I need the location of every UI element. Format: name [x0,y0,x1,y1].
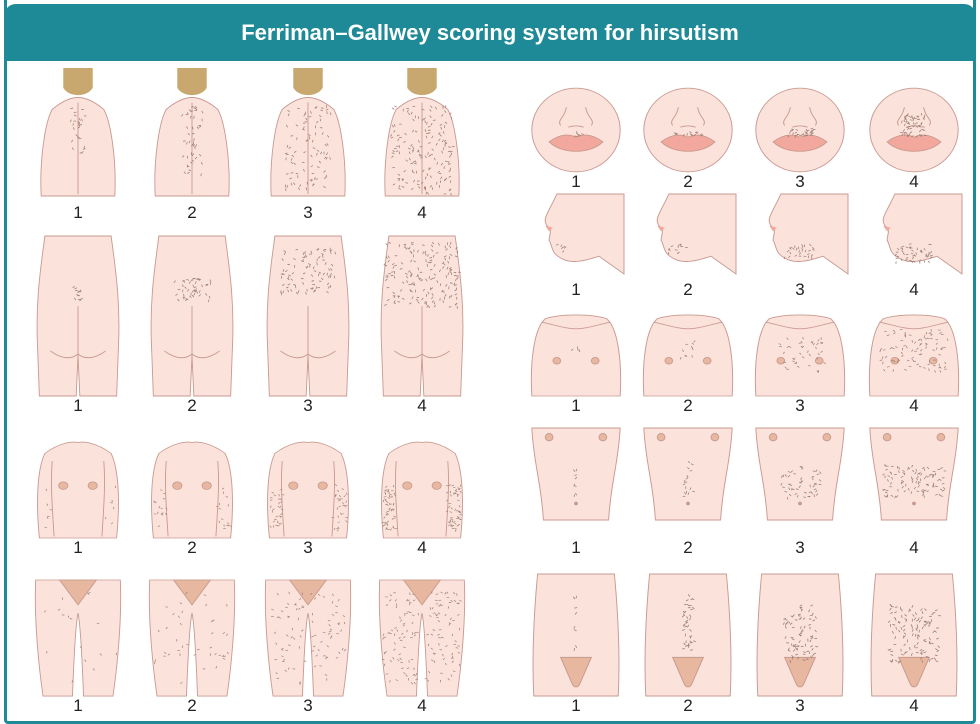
thigh-score-1-figure [35,580,120,696]
chest-score-label: 2 [683,396,692,415]
lower-back-score-label: 3 [303,396,312,415]
lower-back-score-label: 2 [187,396,196,415]
upper-lip-score-label: 1 [571,172,580,191]
chin-score-label: 3 [795,280,804,299]
thigh-score-4-figure [379,580,464,696]
upper-arm-score-label: 3 [303,538,312,557]
upper-lip-score-1-figure [532,88,620,172]
upper-lip-score-4-figure [870,88,958,172]
chest-score-label: 3 [795,396,804,415]
chest-score-label: 1 [571,396,580,415]
chest-score-4-figure [869,315,958,396]
lower-abdomen-score-1-figure [533,574,619,696]
upper-arm-score-label: 1 [73,538,82,557]
upper-arm-score-label: 2 [187,538,196,557]
thigh-score-3-figure [265,580,350,696]
upper-back-score-3-figure [271,68,345,196]
upper-arm-score-1-figure [38,442,119,538]
chest-score-2-figure [643,315,732,396]
upper-abdomen-score-label: 1 [571,538,580,557]
lower-back-score-4-figure [381,236,463,396]
lower-abdomen-score-3-figure [757,574,843,696]
thigh-score-label: 2 [187,696,196,715]
upper-arm-score-2-figure [152,442,233,538]
upper-abdomen-score-4-figure [870,428,958,520]
upper-abdomen-score-2-figure [644,428,732,520]
lower-back-score-label: 1 [73,396,82,415]
chest-score-3-figure [755,315,844,396]
upper-back-score-label: 4 [417,203,426,222]
upper-abdomen-score-label: 3 [795,538,804,557]
upper-arm-score-4-figure [382,442,463,538]
chest-score-1-figure [531,315,620,396]
lower-abdomen-score-label: 3 [795,696,804,715]
chin-score-label: 1 [571,280,580,299]
upper-back-score-2-figure [155,68,229,196]
upper-back-score-label: 3 [303,203,312,222]
lower-back-score-label: 4 [417,396,426,415]
upper-abdomen-score-label: 4 [909,538,918,557]
chin-score-4-figure [883,194,962,274]
lower-abdomen-score-label: 2 [683,696,692,715]
upper-abdomen-score-3-figure [756,428,844,520]
thigh-score-2-figure [149,580,234,696]
thigh-score-label: 1 [73,696,82,715]
upper-back-score-1-figure [41,68,115,196]
upper-back-score-label: 1 [73,203,82,222]
lower-back-score-3-figure [267,236,349,396]
lower-abdomen-score-label: 1 [571,696,580,715]
upper-abdomen-score-1-figure [532,428,620,520]
thigh-score-label: 3 [303,696,312,715]
upper-abdomen-score-label: 2 [683,538,692,557]
chin-score-3-figure [769,194,848,274]
upper-arm-score-label: 4 [417,538,426,557]
upper-lip-score-3-figure [756,88,844,172]
lower-abdomen-score-2-figure [645,574,731,696]
upper-lip-score-label: 2 [683,172,692,191]
upper-lip-score-2-figure [644,88,732,172]
upper-lip-score-label: 4 [909,172,918,191]
upper-lip-score-label: 3 [795,172,804,191]
lower-abdomen-score-label: 4 [909,696,918,715]
upper-back-score-label: 2 [187,203,196,222]
thigh-score-label: 4 [417,696,426,715]
lower-back-score-1-figure [37,236,119,396]
chin-score-2-figure [657,194,736,274]
upper-arm-score-3-figure [268,442,349,538]
lower-back-score-2-figure [151,236,233,396]
upper-back-score-4-figure [385,68,459,196]
chin-score-1-figure [545,194,624,274]
chest-score-label: 4 [909,396,918,415]
chin-score-label: 2 [683,280,692,299]
chin-score-label: 4 [909,280,918,299]
lower-abdomen-score-4-figure [871,574,957,696]
